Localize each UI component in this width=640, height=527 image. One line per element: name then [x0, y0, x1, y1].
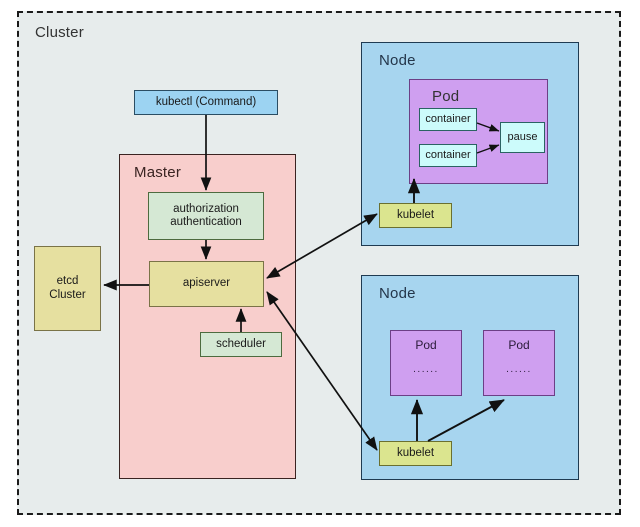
apiserver-box[interactable]: apiserver: [149, 261, 264, 307]
scheduler-box[interactable]: scheduler: [200, 332, 282, 357]
master-label: Master: [134, 164, 182, 181]
pod-dots-3: ......: [506, 364, 532, 375]
node-label-2: Node: [379, 285, 416, 302]
pause-container-box[interactable]: pause: [500, 122, 545, 153]
pod-dots-2: ......: [413, 364, 439, 375]
cluster-label: Cluster: [35, 24, 84, 41]
pod-label-1: Pod: [432, 88, 460, 105]
pod-container-2: Pod ......: [390, 330, 462, 396]
pod-label-2: Pod: [415, 338, 437, 352]
authorization-authentication-box[interactable]: authorization authentication: [148, 192, 264, 240]
container-box-1[interactable]: container: [419, 108, 477, 131]
kubectl-command-box[interactable]: kubectl (Command): [134, 90, 278, 115]
node-label-1: Node: [379, 52, 416, 69]
container-box-2[interactable]: container: [419, 144, 477, 167]
pod-container-3: Pod ......: [483, 330, 555, 396]
etcd-cluster-box[interactable]: etcd Cluster: [34, 246, 101, 331]
kubelet-box-2[interactable]: kubelet: [379, 441, 452, 466]
kubelet-box-1[interactable]: kubelet: [379, 203, 452, 228]
pod-label-3: Pod: [508, 338, 530, 352]
